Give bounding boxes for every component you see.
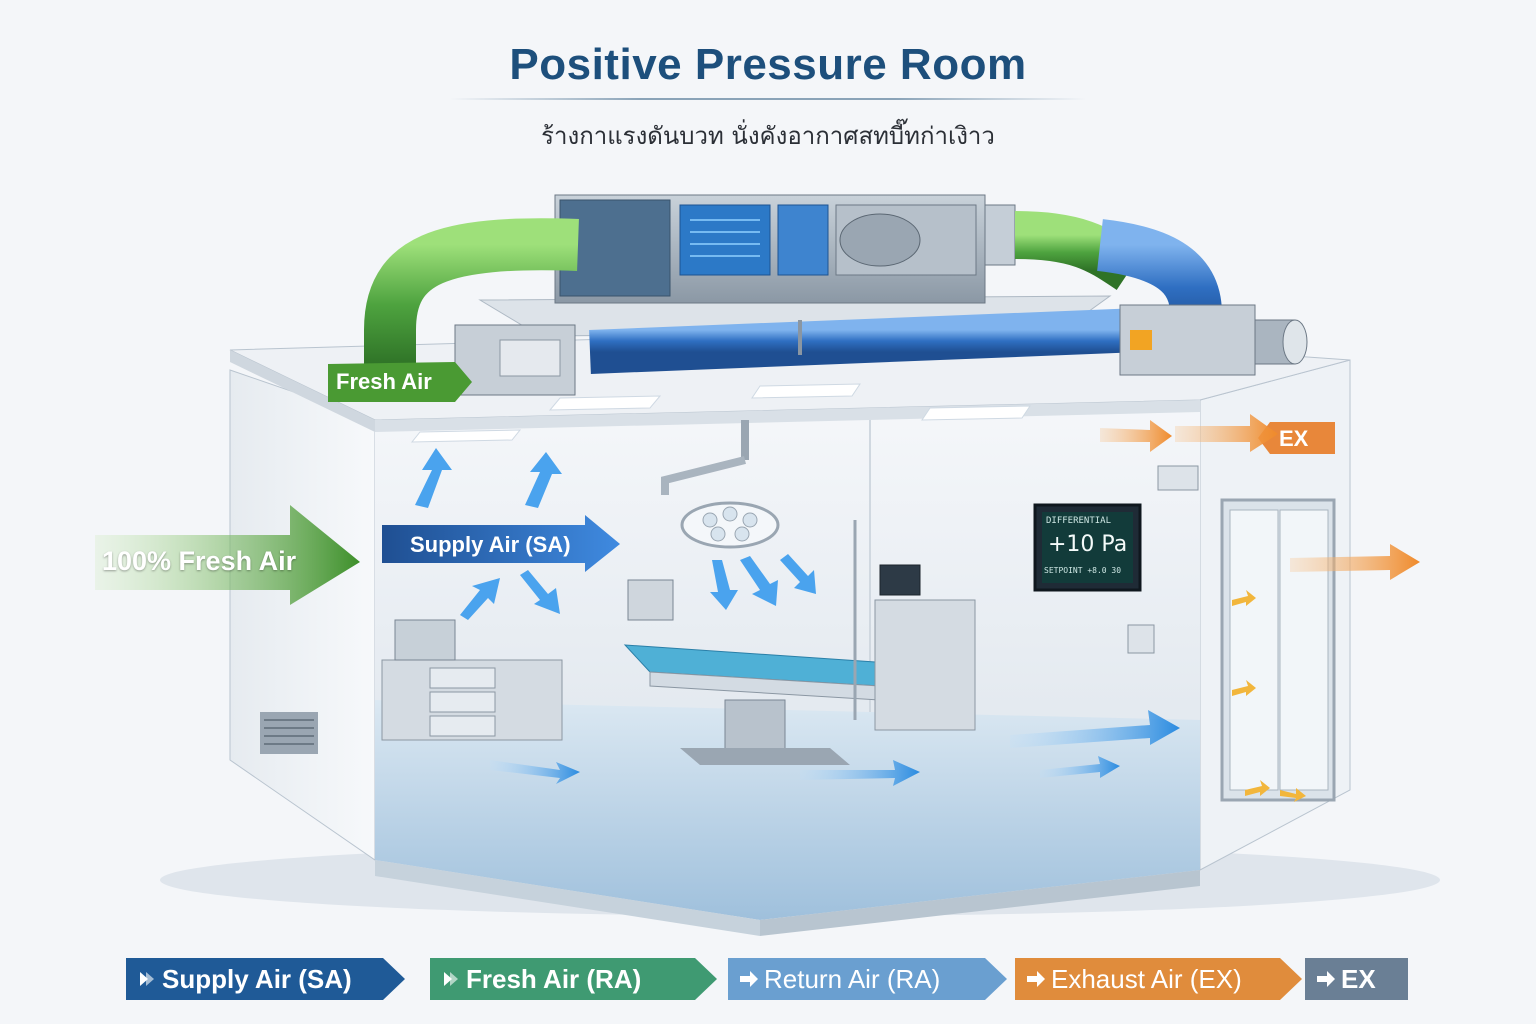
- pressure-screen: [1042, 512, 1133, 583]
- exhaust-outlet-mouth: [1282, 319, 1308, 365]
- legend-arrow-icon: [1027, 971, 1045, 987]
- page-subtitle: ร้างกาแรงดันบวท นั่งคังอากาศสทบี๊ทก่าเงิ…: [541, 122, 995, 150]
- diffuser-airflow-arrows: [415, 448, 816, 620]
- wall-switch: [1127, 624, 1155, 654]
- fresh-air-duct: [364, 218, 579, 365]
- monitor-heading: DIFFERENTIAL: [1046, 516, 1112, 526]
- monitor-setpoint: SETPOINT +8.0 30: [1044, 566, 1122, 575]
- ahu-end-cap: [984, 204, 1016, 266]
- left-wall: [229, 369, 376, 861]
- legend-item-return-air: Return Air (RA): [728, 956, 990, 1002]
- operating-table-column: [724, 699, 786, 751]
- anesthesia-machine: [874, 599, 976, 731]
- surgical-light-arm: [661, 456, 746, 495]
- vital-monitor: [879, 564, 921, 596]
- legend-play-icon: [444, 972, 458, 986]
- legend-label: EX: [1341, 963, 1376, 994]
- ahu-filter-panel: [679, 204, 771, 276]
- side-monitor: [627, 579, 674, 621]
- legend-item-fresh-air: Fresh Air (RA): [430, 956, 700, 1002]
- damper-blades: [499, 339, 561, 377]
- ex-tag-shape: [1258, 422, 1335, 454]
- legend-item-supply-air: Supply Air (SA): [126, 956, 386, 1002]
- fresh-air-100-label: 100% Fresh Air: [102, 546, 297, 576]
- wall-vent-grille: [260, 712, 318, 754]
- legend-label: Supply Air (SA): [162, 963, 352, 994]
- back-wall: [375, 400, 1200, 800]
- exhaust-actuator: [1130, 330, 1152, 350]
- floor-edge-front: [375, 860, 760, 936]
- wall-vent-slats: [264, 719, 314, 745]
- cabinet-drawers: [429, 667, 496, 737]
- ceiling-edge: [230, 350, 375, 432]
- fresh-air-roof-tag-shape: [328, 362, 472, 402]
- exhaust-tag-label: EX: [1279, 426, 1309, 451]
- fresh-air-inlet-arrow: [95, 505, 360, 605]
- page-title: Positive Pressure Room: [509, 40, 1027, 89]
- exhaust-airflow-arrows: [1100, 414, 1420, 580]
- legend-play-icon: [140, 972, 154, 986]
- supply-air-label: Supply Air (SA): [410, 532, 571, 557]
- door-leak-arrows: [1232, 590, 1306, 802]
- legend-arrow-icon: [1317, 971, 1335, 987]
- legend-label: Return Air (RA): [764, 963, 941, 994]
- legend-item-ex: EX: [1305, 956, 1408, 1002]
- legend-arrow-icon: [740, 971, 758, 987]
- ahu-fan-section: [559, 199, 671, 297]
- door-leaf-right[interactable]: [1279, 509, 1329, 791]
- door-leaf-left[interactable]: [1229, 509, 1279, 791]
- floor-edge-right: [760, 870, 1200, 936]
- cabinet-device: [394, 619, 456, 661]
- ahu-filter-lines: [690, 219, 760, 257]
- legend-item-exhaust-air: Exhaust Air (EX): [1015, 956, 1285, 1002]
- fresh-air-roof-label: Fresh Air: [336, 369, 432, 394]
- title-divider: [450, 98, 1086, 100]
- ahu-coil-section: [777, 204, 829, 276]
- legend-label: Fresh Air (RA): [466, 963, 642, 994]
- ahu-motor: [839, 213, 921, 267]
- operating-table-base: [680, 748, 850, 765]
- surgical-light-bulbs: [702, 506, 758, 542]
- floor-airflow-arrows: [490, 710, 1180, 786]
- supply-air-arrow: [382, 515, 620, 572]
- monitor-value: +10 Pa: [1048, 532, 1128, 557]
- room-floor: [375, 700, 1200, 920]
- supply-air-duct: [589, 308, 1141, 374]
- legend-label: Exhaust Air (EX): [1051, 963, 1242, 994]
- ceiling-lights: [410, 383, 1031, 443]
- exhaust-grille: [1157, 465, 1199, 491]
- legend-arrows: [126, 958, 1408, 1000]
